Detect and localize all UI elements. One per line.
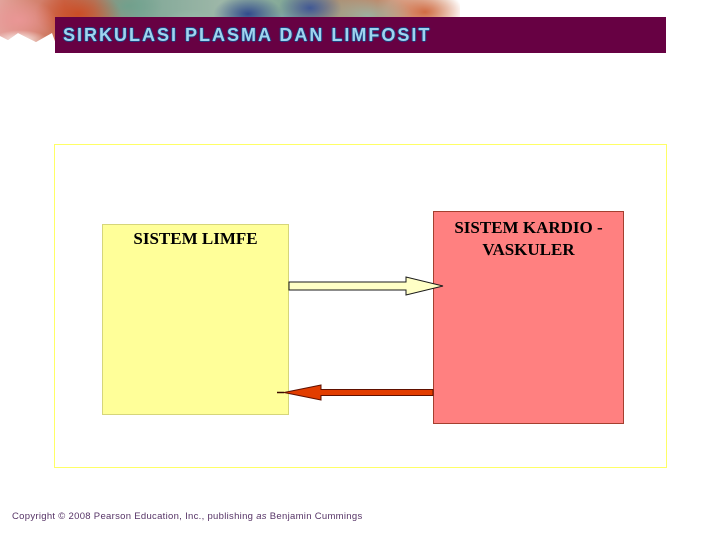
limfe-box: SISTEM LIMFE [102,224,289,415]
kardio-box-label-line1: SISTEM KARDIO - [454,218,603,237]
copyright-text: Copyright © 2008 Pearson Education, Inc.… [12,511,363,522]
kardio-vaskuler-box: SISTEM KARDIO - VASKULER [433,211,624,424]
kardio-box-label-line2: VASKULER [482,240,575,259]
title-bar: SIRKULASI PLASMA DAN LIMFOSIT [55,17,666,53]
slide-title: SIRKULASI PLASMA DAN LIMFOSIT [63,25,432,45]
left-arrow-icon [283,384,434,401]
copyright-as: as [256,511,267,522]
copyright-suffix: Benjamin Cummings [266,511,363,522]
diagram-frame: SISTEM LIMFE SISTEM KARDIO - VASKULER [54,144,667,468]
limfe-box-label: SISTEM LIMFE [133,229,258,248]
copyright-prefix: Copyright © 2008 Pearson Education, Inc.… [12,511,257,522]
right-arrow-icon [288,276,444,296]
